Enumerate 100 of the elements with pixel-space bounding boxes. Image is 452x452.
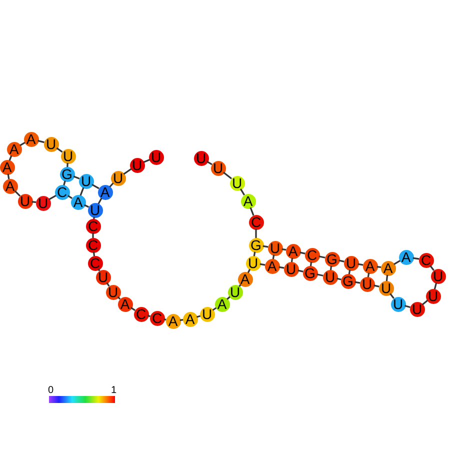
nucleotide-base: U [360,276,374,292]
backbone-line [117,296,121,300]
backbone-line [278,266,284,269]
nucleotide-base: U [268,240,282,256]
backbone-line [180,319,184,321]
nucleotide-base: U [148,150,164,164]
backbone-line [32,200,36,204]
base-pair-line [272,254,275,260]
nucleotide-base: C [88,256,102,270]
nucleotide-base: A [264,258,280,274]
nucleotide-base: G [60,166,74,182]
base-pair-line [80,187,84,196]
backbone-line [430,265,434,271]
backbone-line [56,147,63,153]
base-pair-line [330,266,332,270]
nucleotide-base: A [2,178,18,194]
nucleotide-base: A [380,260,396,276]
nucleotide-base: U [106,284,120,300]
backbone-line [123,168,132,175]
backbone-line [316,274,324,276]
backbone-line [262,245,268,248]
backbone-line [92,184,100,190]
nucleotide-base: G [302,266,318,280]
base-pair-line [386,274,388,282]
nucleotide-base: G [324,252,340,266]
nucleotide-base: U [228,284,242,300]
backbone-line [38,140,44,144]
backbone-line [84,204,89,208]
base-pair-line [253,252,256,256]
backbone-line [240,188,246,196]
backbone-line [282,248,286,251]
backbone-line [48,194,56,200]
backbone-line [260,263,266,266]
nucleotide-base: A [238,272,252,286]
backbone-line [318,256,326,258]
backbone-line [412,257,420,260]
nucleotide-base: U [44,136,58,152]
backbone-line [14,190,21,197]
backbone-line [92,252,96,256]
nucleotide-base: C [86,218,100,234]
backbone-line [98,268,100,272]
backbone-line [73,176,80,180]
backbone-line [354,281,360,284]
base-pair-line [63,180,66,186]
backbone-line [376,266,382,268]
nucleotide-base: U [344,256,358,270]
nucleotide-base: C [304,248,320,262]
backbone-line [336,278,342,280]
nucleotide-base: A [24,132,38,146]
nucleotide-base: C [150,310,164,326]
nucleotide-base: A [0,160,14,174]
nucleotide-base: U [194,150,208,166]
nucleotide-base: A [398,250,414,264]
nucleotide-base: A [214,296,230,312]
backbone-line [226,296,230,300]
backbone-line [106,282,110,287]
nucleotide-base: C [54,184,70,200]
backbone-line [434,282,438,290]
nucleotide-base: U [78,174,94,188]
backbone-line [238,284,242,287]
base-pair-line [310,262,312,266]
nucleotide-base: U [426,288,440,304]
backbone-line [20,142,26,146]
nucleotide-base: U [378,280,394,296]
backbone-line [394,260,400,266]
nucleotide-base: U [88,202,102,218]
base-pair-line [98,198,102,204]
backbone-line [300,252,306,254]
base-pair-line [367,272,370,278]
scale-label: 0 [48,386,54,396]
backbone-line [422,300,428,306]
nucleotide-base: A [240,194,256,208]
nucleotide-base: A [286,244,300,258]
nucleotide-base: U [410,302,424,316]
nucleotide-base: U [210,160,226,176]
nucleotide-base: U [200,306,214,322]
backbone-line [390,293,394,299]
nucleotide-base: U [230,176,244,190]
nucleotide-base: U [36,196,50,210]
base-pair-line [290,258,294,262]
backbone-line [109,182,114,188]
nucleotide-base: C [86,238,100,252]
nucleotide-base: A [182,312,198,326]
nucleotide-base: U [130,158,144,172]
base-pair-line [348,270,351,274]
backbone-line [404,305,410,308]
nucleotide-base: U [18,194,32,208]
backbone-line [212,307,217,311]
nucleotide-base: C [248,214,264,230]
backbone-line [358,263,364,266]
backbone-line [338,260,344,262]
nucleotide-base: U [96,270,110,284]
nucleotide-base: U [60,148,76,164]
backbone-line [66,162,68,168]
nucleotide-base: A [362,258,378,274]
nucleotide-base: G [340,274,356,288]
backbone-line [250,207,254,216]
backbone-line [223,172,232,180]
nucleotide-base: A [118,296,132,312]
nucleotide-base: U [110,170,126,186]
